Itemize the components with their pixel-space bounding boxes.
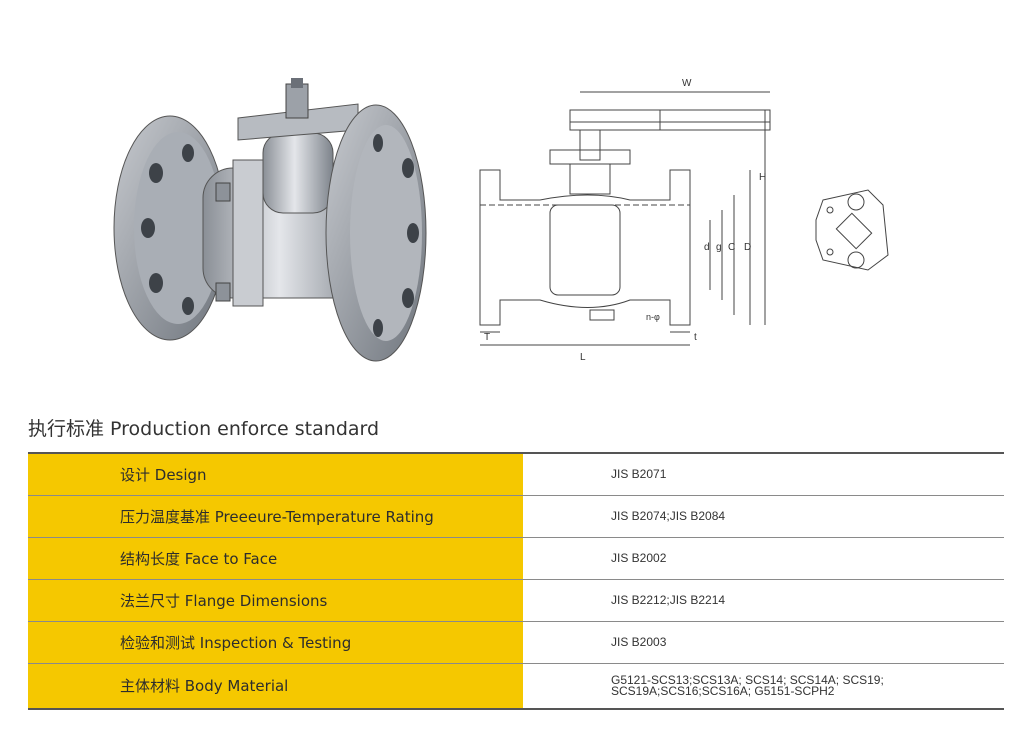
table-row: 结构长度 Face to Face JIS B2002 bbox=[28, 537, 1004, 580]
spec-value-line-2: SCS19A;SCS16;SCS16A; G5151-SCPH2 bbox=[611, 683, 835, 698]
ball-valve-photo bbox=[113, 78, 427, 362]
valve-dimension-drawing: W d g C D H n-φ L T t bbox=[479, 78, 771, 363]
section-title: 执行标准 Production enforce standard bbox=[28, 418, 380, 440]
spec-value: JIS B2212;JIS B2214 bbox=[523, 579, 1004, 622]
dim-H: H bbox=[759, 172, 766, 183]
dim-T: T bbox=[484, 332, 490, 343]
dim-d: d bbox=[704, 242, 710, 253]
spec-value-multiline: G5121-SCS13;SCS13A; SCS14; SCS14A; SCS19… bbox=[523, 663, 1004, 710]
spec-label: 压力温度基准 Preeeure-Temperature Rating bbox=[28, 495, 523, 538]
spec-value: JIS B2074;JIS B2084 bbox=[523, 495, 1004, 538]
dim-C: C bbox=[728, 242, 735, 253]
spec-label: 结构长度 Face to Face bbox=[28, 537, 523, 580]
table-row: 压力温度基准 Preeeure-Temperature Rating JIS B… bbox=[28, 495, 1004, 538]
spec-label: 法兰尺寸 Flange Dimensions bbox=[28, 579, 523, 622]
dim-W: W bbox=[682, 78, 692, 89]
spec-value: JIS B2002 bbox=[523, 537, 1004, 580]
dim-g: g bbox=[716, 242, 722, 253]
spec-value: JIS B2003 bbox=[523, 621, 1004, 664]
spec-table: 设计 Design JIS B2071 压力温度基准 Preeeure-Temp… bbox=[28, 452, 1004, 710]
valve-top-view bbox=[815, 189, 889, 271]
spec-value: JIS B2071 bbox=[523, 453, 1004, 496]
table-row: 设计 Design JIS B2071 bbox=[28, 453, 1004, 496]
table-row: 主体材料 Body Material G5121-SCS13;SCS13A; S… bbox=[28, 663, 1004, 710]
dim-D: D bbox=[744, 242, 751, 253]
spec-label: 设计 Design bbox=[28, 453, 523, 496]
spec-label: 主体材料 Body Material bbox=[28, 663, 523, 710]
spec-label: 检验和测试 Inspection & Testing bbox=[28, 621, 523, 664]
dim-t: t bbox=[694, 332, 697, 343]
table-row: 法兰尺寸 Flange Dimensions JIS B2212;JIS B22… bbox=[28, 579, 1004, 622]
spec-value-line-1: G5121-SCS13;SCS13A; SCS14; SCS14A; SCS19… bbox=[611, 672, 884, 687]
table-row: 检验和测试 Inspection & Testing JIS B2003 bbox=[28, 621, 1004, 664]
dim-nphi: n-φ bbox=[646, 312, 660, 322]
dim-L: L bbox=[580, 352, 586, 363]
